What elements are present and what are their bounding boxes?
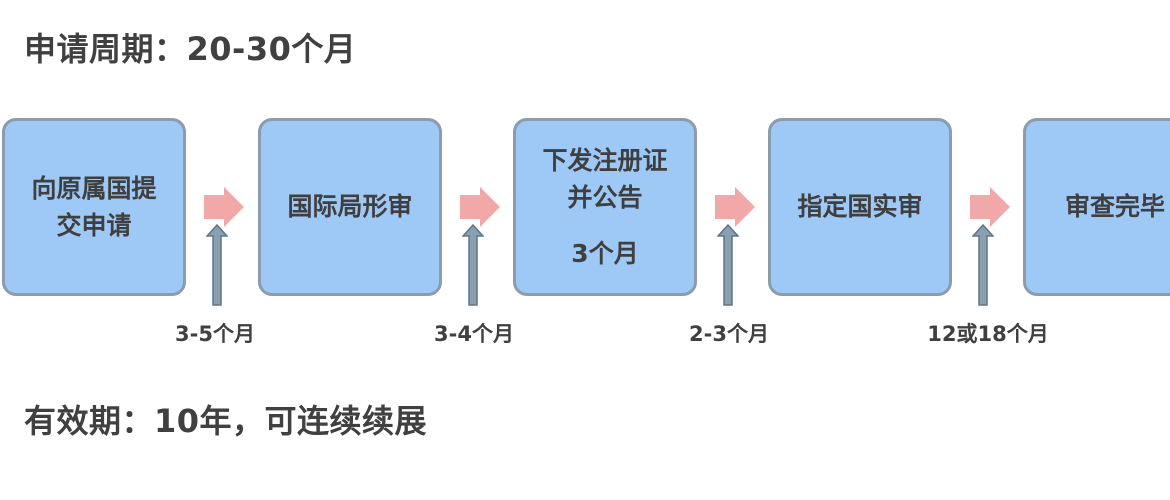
flow-arrow-icon <box>460 187 500 227</box>
step-box-submit-application: 向原属国提 交申请 <box>2 118 186 296</box>
step-text: 向原属国提 <box>31 173 157 203</box>
interval-label: 2-3个月 <box>689 322 769 346</box>
step-box-formal-examination: 国际局形审 <box>258 118 442 296</box>
interval-label: 12或18个月 <box>927 322 1049 346</box>
interval-label: 3-5个月 <box>175 322 255 346</box>
interval-label: 3-4个月 <box>434 322 514 346</box>
step-text: 并公告 <box>567 183 643 213</box>
step-box-substantive-examination: 指定国实审 <box>768 118 952 296</box>
flow-arrow-icon <box>970 187 1010 227</box>
step-text: 交申请 <box>56 211 132 240</box>
application-cycle-heading: 申请周期：20-30个月 <box>24 30 357 68</box>
flow-arrow-icon <box>204 187 244 227</box>
up-arrow-icon <box>972 224 994 306</box>
up-arrow-icon <box>462 224 484 306</box>
step-text: 国际局形审 <box>287 192 413 222</box>
step-box-registration-certificate: 下发注册证 并公告 3个月 <box>513 118 697 296</box>
up-arrow-icon <box>717 224 739 306</box>
up-arrow-icon <box>206 224 228 306</box>
validity-period-heading: 有效期：10年，可连续续展 <box>24 402 428 440</box>
flow-arrow-icon <box>715 187 755 227</box>
step-text: 审查完毕 <box>1064 192 1165 222</box>
step-duration: 3个月 <box>571 238 639 268</box>
step-text: 指定国实审 <box>797 192 923 222</box>
step-box-examination-complete: 审查完毕 <box>1023 118 1170 296</box>
step-text: 下发注册证 <box>542 145 668 175</box>
